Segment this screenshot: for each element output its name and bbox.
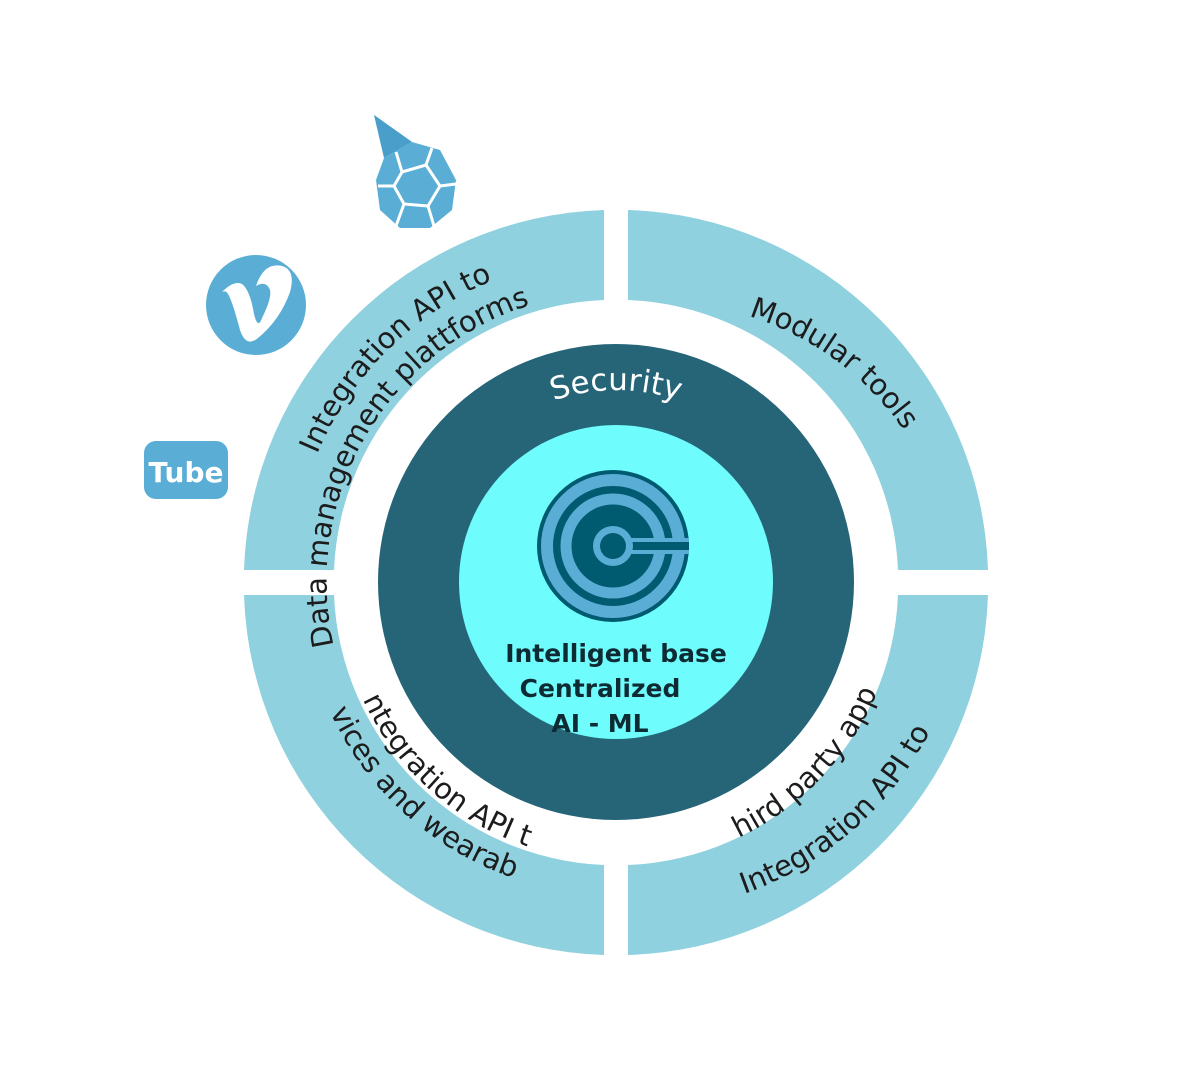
vimeo-icon — [206, 255, 306, 355]
quadrant-top-left-segment — [244, 210, 604, 570]
outer-ring — [244, 210, 988, 955]
core-line-1: Intelligent base — [505, 639, 727, 668]
youtube-icon: Tube — [144, 441, 228, 499]
core-line-3: AI - ML — [551, 709, 648, 738]
quadrant-bottom-right-segment — [628, 595, 988, 955]
quadrant-bottom-left-segment — [244, 595, 604, 955]
crystal-icon — [374, 115, 457, 228]
quadrant-top-right-segment — [628, 210, 988, 570]
core-logo-icon — [537, 470, 689, 622]
youtube-icon-label: Tube — [149, 456, 224, 489]
core-line-2: Centralized — [520, 674, 681, 703]
